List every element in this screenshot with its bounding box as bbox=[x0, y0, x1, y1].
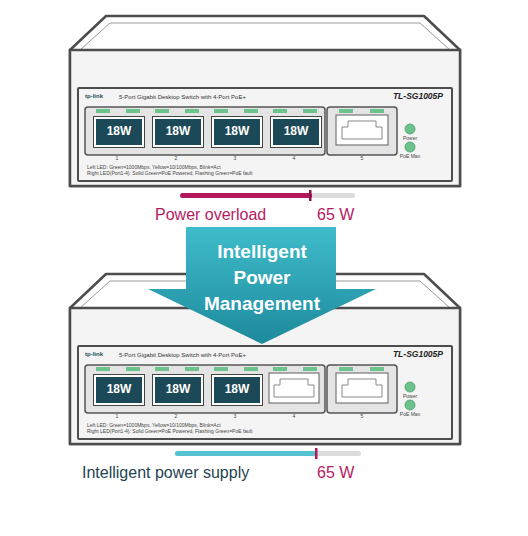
poe-port: 18W bbox=[153, 117, 203, 147]
port-number: 2 bbox=[175, 156, 178, 162]
port-power: 18W bbox=[284, 125, 309, 138]
arrow-caption: Intelligent Power Management bbox=[194, 239, 330, 317]
power-budget: 65 W bbox=[317, 206, 354, 224]
status-label: Power overload bbox=[155, 206, 266, 224]
poe-port: 18W bbox=[94, 117, 144, 147]
status-label: Intelligent power supply bbox=[82, 464, 249, 482]
power-budget: 65 W bbox=[317, 464, 354, 482]
port-power: 18W bbox=[225, 125, 250, 138]
poe-port: 18W bbox=[212, 117, 262, 147]
led-label: PoE Max bbox=[400, 412, 420, 418]
led-legend: Left LED: Green=1000Mbps, Yellow=10/100M… bbox=[87, 423, 221, 429]
model-description: 5-Port Gigabit Desktop Switch with 4-Por… bbox=[119, 94, 246, 101]
brand-logo: tp-link bbox=[85, 93, 103, 100]
port-power: 18W bbox=[166, 383, 191, 396]
model-description: 5-Port Gigabit Desktop Switch with 4-Por… bbox=[119, 352, 246, 359]
port-number: 1 bbox=[116, 414, 119, 420]
port-number: 2 bbox=[175, 414, 178, 420]
port-number: 1 bbox=[116, 156, 119, 162]
front-panel: tp-link 5-Port Gigabit Desktop Switch wit… bbox=[77, 345, 453, 440]
port-number: 3 bbox=[234, 414, 237, 420]
poe-port: 18W bbox=[94, 375, 144, 405]
port-power: 18W bbox=[107, 383, 132, 396]
arrow-banner: Intelligent Power Management bbox=[148, 227, 376, 344]
led-label: Power bbox=[403, 136, 417, 142]
port-power: 18W bbox=[107, 125, 132, 138]
front-panel: tp-link 5-Port Gigabit Desktop Switch wit… bbox=[77, 87, 453, 182]
led-label: Power bbox=[403, 394, 417, 400]
port-number: 5 bbox=[361, 414, 364, 420]
led-legend: Left LED: Green=1000Mbps, Yellow=10/100M… bbox=[87, 165, 221, 171]
arrow-body bbox=[148, 227, 376, 344]
poe-port: 18W bbox=[271, 117, 321, 147]
poe-port: 18W bbox=[212, 375, 262, 405]
model-number: TL-SG1005P bbox=[393, 350, 443, 359]
port-power: 18W bbox=[166, 125, 191, 138]
led-label: PoE Max bbox=[400, 154, 420, 160]
port-number: 5 bbox=[361, 156, 364, 162]
port-power: 18W bbox=[225, 383, 250, 396]
poe-port: 18W bbox=[153, 375, 203, 405]
model-number: TL-SG1005P bbox=[393, 92, 443, 101]
port-number: 4 bbox=[293, 156, 296, 162]
led-legend: Right LED(Port1-4): Solid Green=PoE Powe… bbox=[87, 171, 252, 177]
brand-logo: tp-link bbox=[85, 351, 103, 358]
led-legend: Right LED(Port1-4): Solid Green=PoE Powe… bbox=[87, 429, 252, 435]
port-number: 4 bbox=[293, 414, 296, 420]
port-number: 3 bbox=[234, 156, 237, 162]
